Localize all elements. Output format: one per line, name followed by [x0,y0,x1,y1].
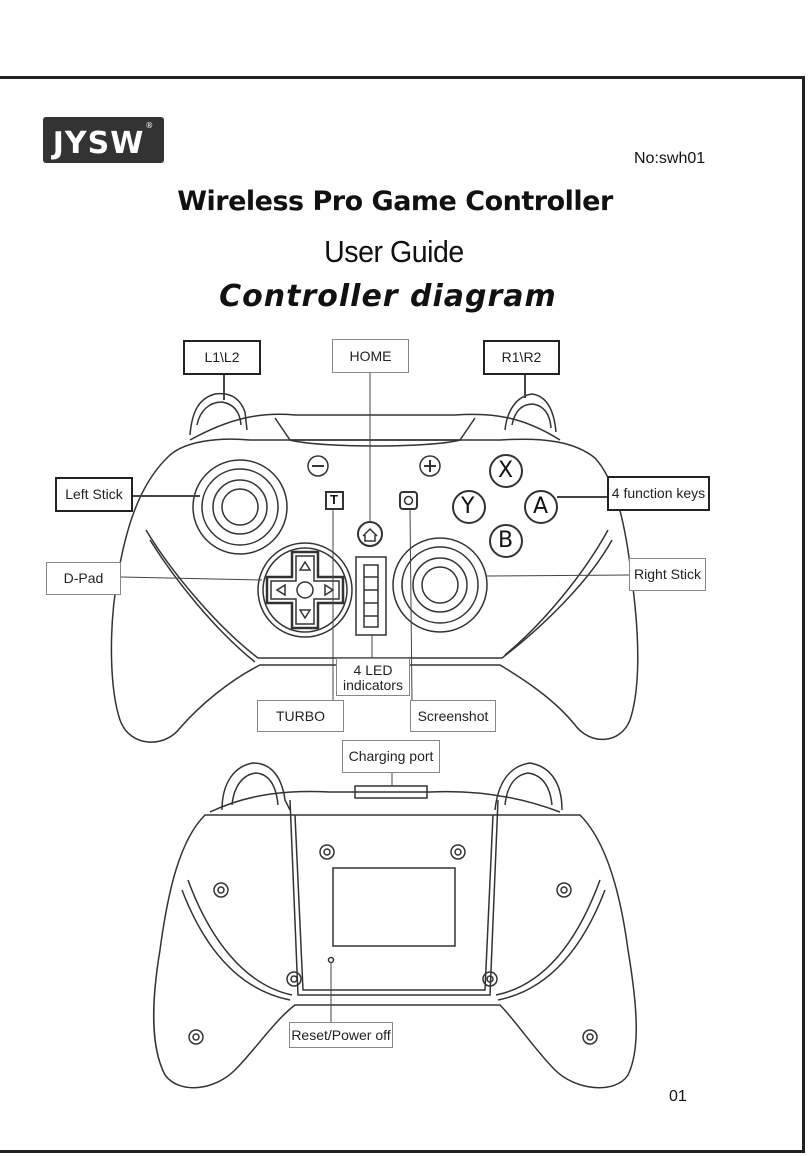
label-screenshot: Screenshot [410,700,496,732]
label-led-line1: 4 LED [353,662,393,678]
label-function-keys: 4 function keys [607,476,710,511]
label-led-indicators: 4 LED indicators [336,658,410,696]
label-reset-power-off: Reset/Power off [289,1022,393,1048]
page-subtitle: User Guide [324,234,464,269]
y-button: Y [461,494,475,519]
label-turbo: TURBO [257,700,344,732]
page-number: 01 [669,1088,687,1105]
diagram-title: Controller diagram [219,279,557,314]
label-home: HOME [332,339,409,373]
callout-lines [119,372,631,1022]
a-button: A [533,494,549,519]
document-number: No:swh01 [634,150,706,167]
page-border [0,76,805,1153]
brand-logo-text: JYSW [52,126,145,161]
x-button: X [498,458,514,483]
registered-mark: ® [145,121,155,130]
turbo-button-icon: T [330,492,338,507]
label-charging-port: Charging port [342,740,440,773]
page-title: Wireless Pro Game Controller [177,186,613,217]
right-trigger [504,393,557,433]
b-button: B [498,528,514,553]
label-right-stick: Right Stick [629,558,706,591]
label-led-line2: indicators [343,677,403,693]
label-r1-r2: R1\R2 [483,340,560,375]
left-trigger [189,392,248,436]
controller-body [110,438,639,743]
brand-logo: JYSW® [43,117,164,163]
rear-controller [152,762,637,1089]
dpad-cross [265,550,345,630]
label-left-stick: Left Stick [55,477,133,512]
label-dpad: D-Pad [46,562,121,595]
label-l1-l2: L1\L2 [183,340,261,375]
